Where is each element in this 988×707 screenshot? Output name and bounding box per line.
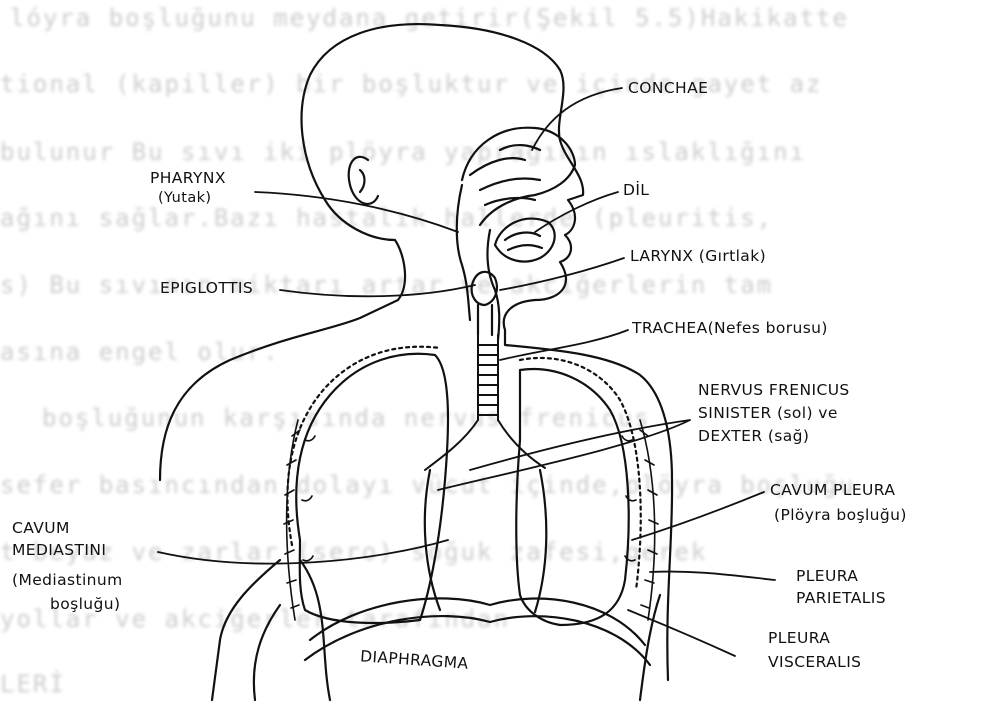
label-nervus-line1: NERVUS FRENICUS	[698, 382, 850, 399]
ear	[349, 157, 378, 204]
label-yutak: (Yutak)	[158, 190, 211, 207]
leader-lines	[158, 88, 775, 656]
left-lung-pleura	[287, 347, 440, 545]
right-lung	[516, 369, 628, 625]
leader-pleura-visceralis	[628, 610, 735, 656]
label-trachea: TRACHEA(Nefes borusu)	[632, 320, 828, 337]
label-nervus-line2: SINISTER (sol) ve	[698, 405, 838, 422]
label-ployra-boslugu: (Plöyra boşluğu)	[774, 507, 907, 524]
leader-conchae	[532, 88, 622, 150]
diaphragm	[305, 598, 650, 665]
label-pleura-visceralis-line2: VISCERALIS	[768, 654, 861, 671]
trachea	[425, 335, 545, 470]
label-conchae: CONCHAE	[628, 80, 708, 97]
label-nervus-line3: DEXTER (sağ)	[698, 428, 809, 445]
label-mediastini: MEDIASTINI	[12, 542, 106, 559]
larynx	[472, 272, 497, 335]
label-mediastinum: (Mediastinum	[12, 572, 123, 589]
label-pharynx: PHARYNX	[150, 170, 226, 187]
label-pleura-parietalis-line1: PLEURA	[796, 568, 858, 585]
label-cavum: CAVUM	[12, 520, 70, 537]
label-boslugu: boşluğu)	[50, 596, 120, 613]
label-epiglottis: EPIGLOTTIS	[160, 280, 253, 297]
leader-cavum-pleura	[632, 492, 764, 540]
label-dil: DİL	[623, 182, 649, 199]
right-lung-pleura	[520, 358, 641, 590]
label-larynx: LARYNX (Gırtlak)	[630, 248, 766, 265]
label-pleura-parietalis-line2: PARIETALIS	[796, 590, 886, 607]
nasal-cavity	[462, 128, 575, 225]
leader-trachea	[500, 330, 628, 360]
leader-epiglottis	[280, 285, 475, 296]
label-pleura-visceralis-line1: PLEURA	[768, 630, 830, 647]
label-cavum-pleura: CAVUM PLEURA	[770, 482, 895, 499]
leader-larynx	[500, 258, 624, 290]
